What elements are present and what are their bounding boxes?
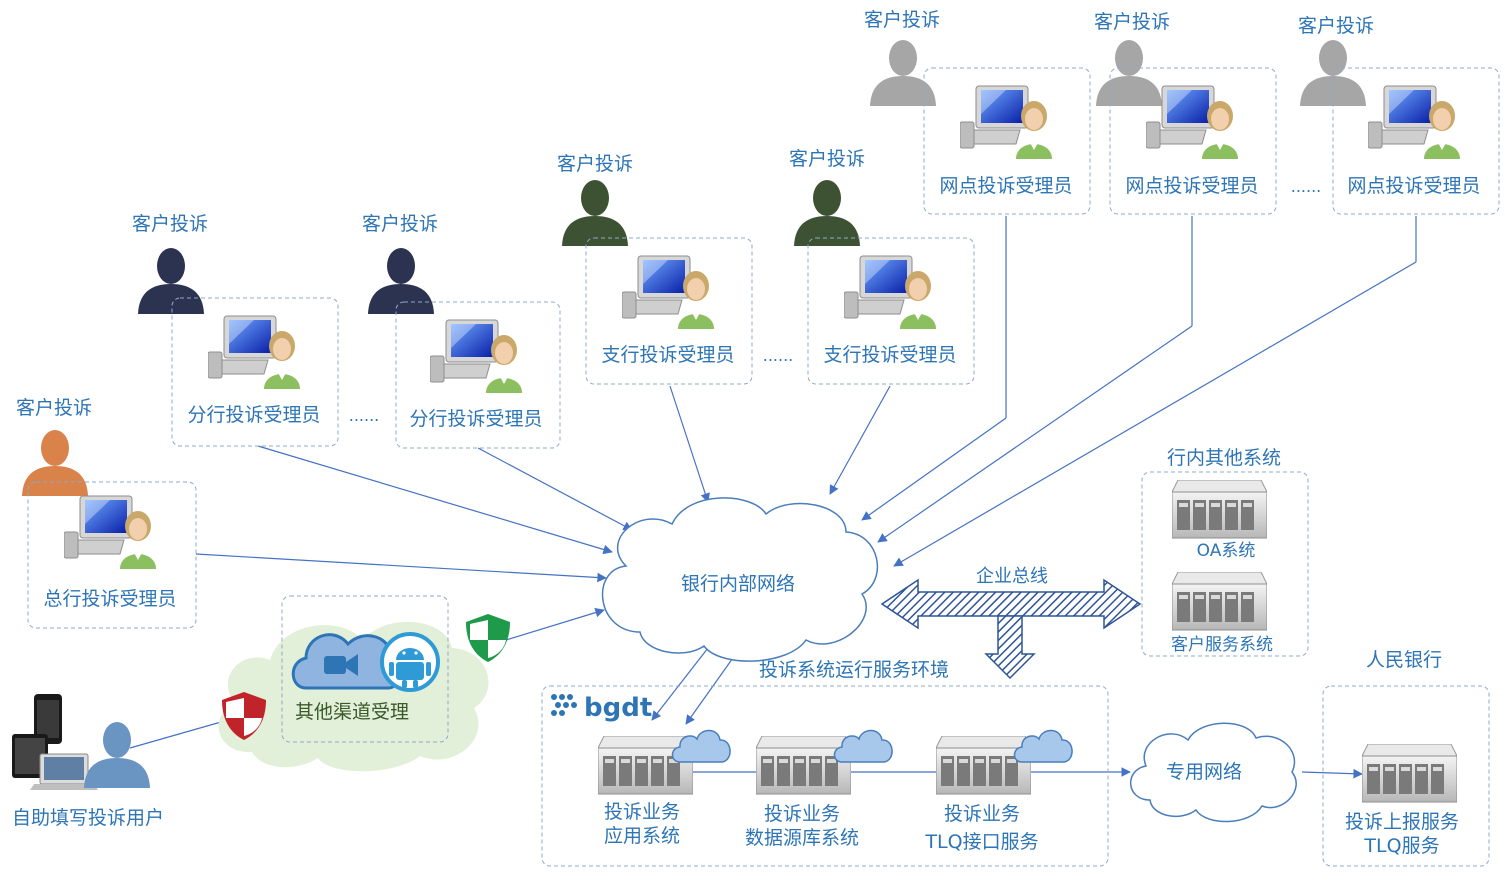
internal-network-cloud: [601, 497, 879, 662]
subbranch1-complaint-label: 客户投诉: [557, 153, 633, 175]
enterprise-bus-arrow: [880, 578, 1142, 680]
data-system-line2: 数据源库系统: [745, 827, 859, 849]
self-service-user-label: 自助填写投诉用户: [12, 807, 164, 829]
devices-icon: [12, 694, 98, 790]
app-system-line2: 应用系统: [604, 825, 680, 847]
branch1-complaint-label: 客户投诉: [132, 213, 208, 235]
oa-server-icon: [1172, 480, 1267, 539]
pboc-service-line1: 投诉上报服务: [1345, 811, 1459, 833]
oa-system-label: OA系统: [1197, 541, 1256, 561]
branch2-handler-label: 分行投诉受理员: [409, 408, 542, 430]
tlq-cloud-icon: [1013, 729, 1073, 763]
tlq-system-line1: 投诉业务: [944, 803, 1020, 825]
subbranch1-customer-icon: [562, 180, 628, 246]
subbranch2-customer-icon: [794, 180, 860, 246]
other-channels-label: 其他渠道受理: [295, 701, 409, 723]
internal-network-label: 银行内部网络: [681, 573, 795, 595]
outlet2-handler-box: [1109, 67, 1277, 215]
connector-lines: [129, 216, 1417, 779]
outlet3-complaint-label: 客户投诉: [1298, 15, 1374, 37]
android-icon: [380, 632, 440, 692]
app-server-icon: [598, 736, 693, 795]
outlet3-handler-label: 网点投诉受理员: [1347, 175, 1480, 197]
outlet3-handler-box: [1332, 67, 1500, 215]
branch2-complaint-label: 客户投诉: [362, 213, 438, 235]
head-office-customer-icon: [22, 430, 88, 496]
branch1-workstation-icon: [208, 315, 301, 389]
subbranch1-handler-box: [585, 237, 753, 385]
branch1-handler-label: 分行投诉受理员: [187, 404, 320, 426]
bgdt-logo-text: bgdt: [584, 693, 652, 723]
pboc-service-line2: TLQ服务: [1363, 835, 1439, 857]
outlet1-workstation-icon: [960, 85, 1053, 159]
head-office-complaint-label: 客户投诉: [16, 397, 92, 419]
head-office-workstation-icon: [64, 495, 157, 569]
outlet-ellipsis: ......: [1291, 177, 1322, 196]
runtime-env-box: [541, 685, 1109, 867]
subbranch2-complaint-label: 客户投诉: [789, 148, 865, 170]
red-shield-icon: [222, 692, 266, 740]
tlq-system-line2: TLQ接口服务: [924, 831, 1038, 853]
outlet1-complaint-label: 客户投诉: [864, 9, 940, 31]
outlet3-workstation-icon: [1368, 85, 1461, 159]
other-systems-title: 行内其他系统: [1167, 447, 1281, 469]
branch1-handler-box: [171, 297, 339, 447]
customer-service-label: 客户服务系统: [1171, 635, 1273, 655]
data-system-line1: 投诉业务: [764, 803, 840, 825]
head-office-handler-label: 总行投诉受理员: [43, 588, 176, 610]
outlet1-handler-label: 网点投诉受理员: [939, 175, 1072, 197]
green-shield-icon: [466, 614, 510, 662]
dedicated-network-label: 专用网络: [1166, 761, 1242, 783]
outlet2-handler-label: 网点投诉受理员: [1125, 175, 1258, 197]
subbranch2-handler-label: 支行投诉受理员: [823, 344, 956, 366]
outlet1-customer-icon: [870, 40, 936, 106]
data-cloud-icon: [833, 729, 893, 763]
subbranch-ellipsis: ......: [763, 346, 794, 365]
subbranch2-handler-box: [807, 237, 975, 385]
customer-service-server-icon: [1172, 572, 1267, 631]
pboc-box: [1322, 685, 1490, 867]
runtime-env-title: 投诉系统运行服务环境: [759, 659, 949, 681]
branch-ellipsis: ......: [349, 406, 380, 425]
branch1-customer-icon: [138, 248, 204, 314]
other-systems-box: [1141, 471, 1309, 657]
subbranch1-workstation-icon: [622, 255, 715, 329]
branch2-handler-box: [395, 301, 561, 449]
branch2-workstation-icon: [430, 319, 523, 393]
outlet2-customer-icon: [1096, 40, 1162, 106]
tlq-server-icon: [936, 736, 1031, 795]
app-system-line1: 投诉业务: [604, 801, 680, 823]
subbranch1-handler-label: 支行投诉受理员: [601, 344, 734, 366]
branch2-customer-icon: [368, 248, 434, 314]
self-service-user-icon: [84, 722, 150, 788]
subbranch2-workstation-icon: [844, 255, 937, 329]
data-server-icon: [756, 736, 851, 795]
dedicated-network-cloud: [1129, 722, 1297, 823]
pboc-server-icon: [1362, 744, 1457, 803]
enterprise-bus-label: 企业总线: [976, 566, 1048, 587]
app-cloud-icon: [671, 729, 731, 763]
bgdt-logo-icon: [551, 694, 577, 716]
pboc-title: 人民银行: [1366, 649, 1442, 671]
outlet1-handler-box: [923, 67, 1091, 215]
outlet2-complaint-label: 客户投诉: [1094, 11, 1170, 33]
